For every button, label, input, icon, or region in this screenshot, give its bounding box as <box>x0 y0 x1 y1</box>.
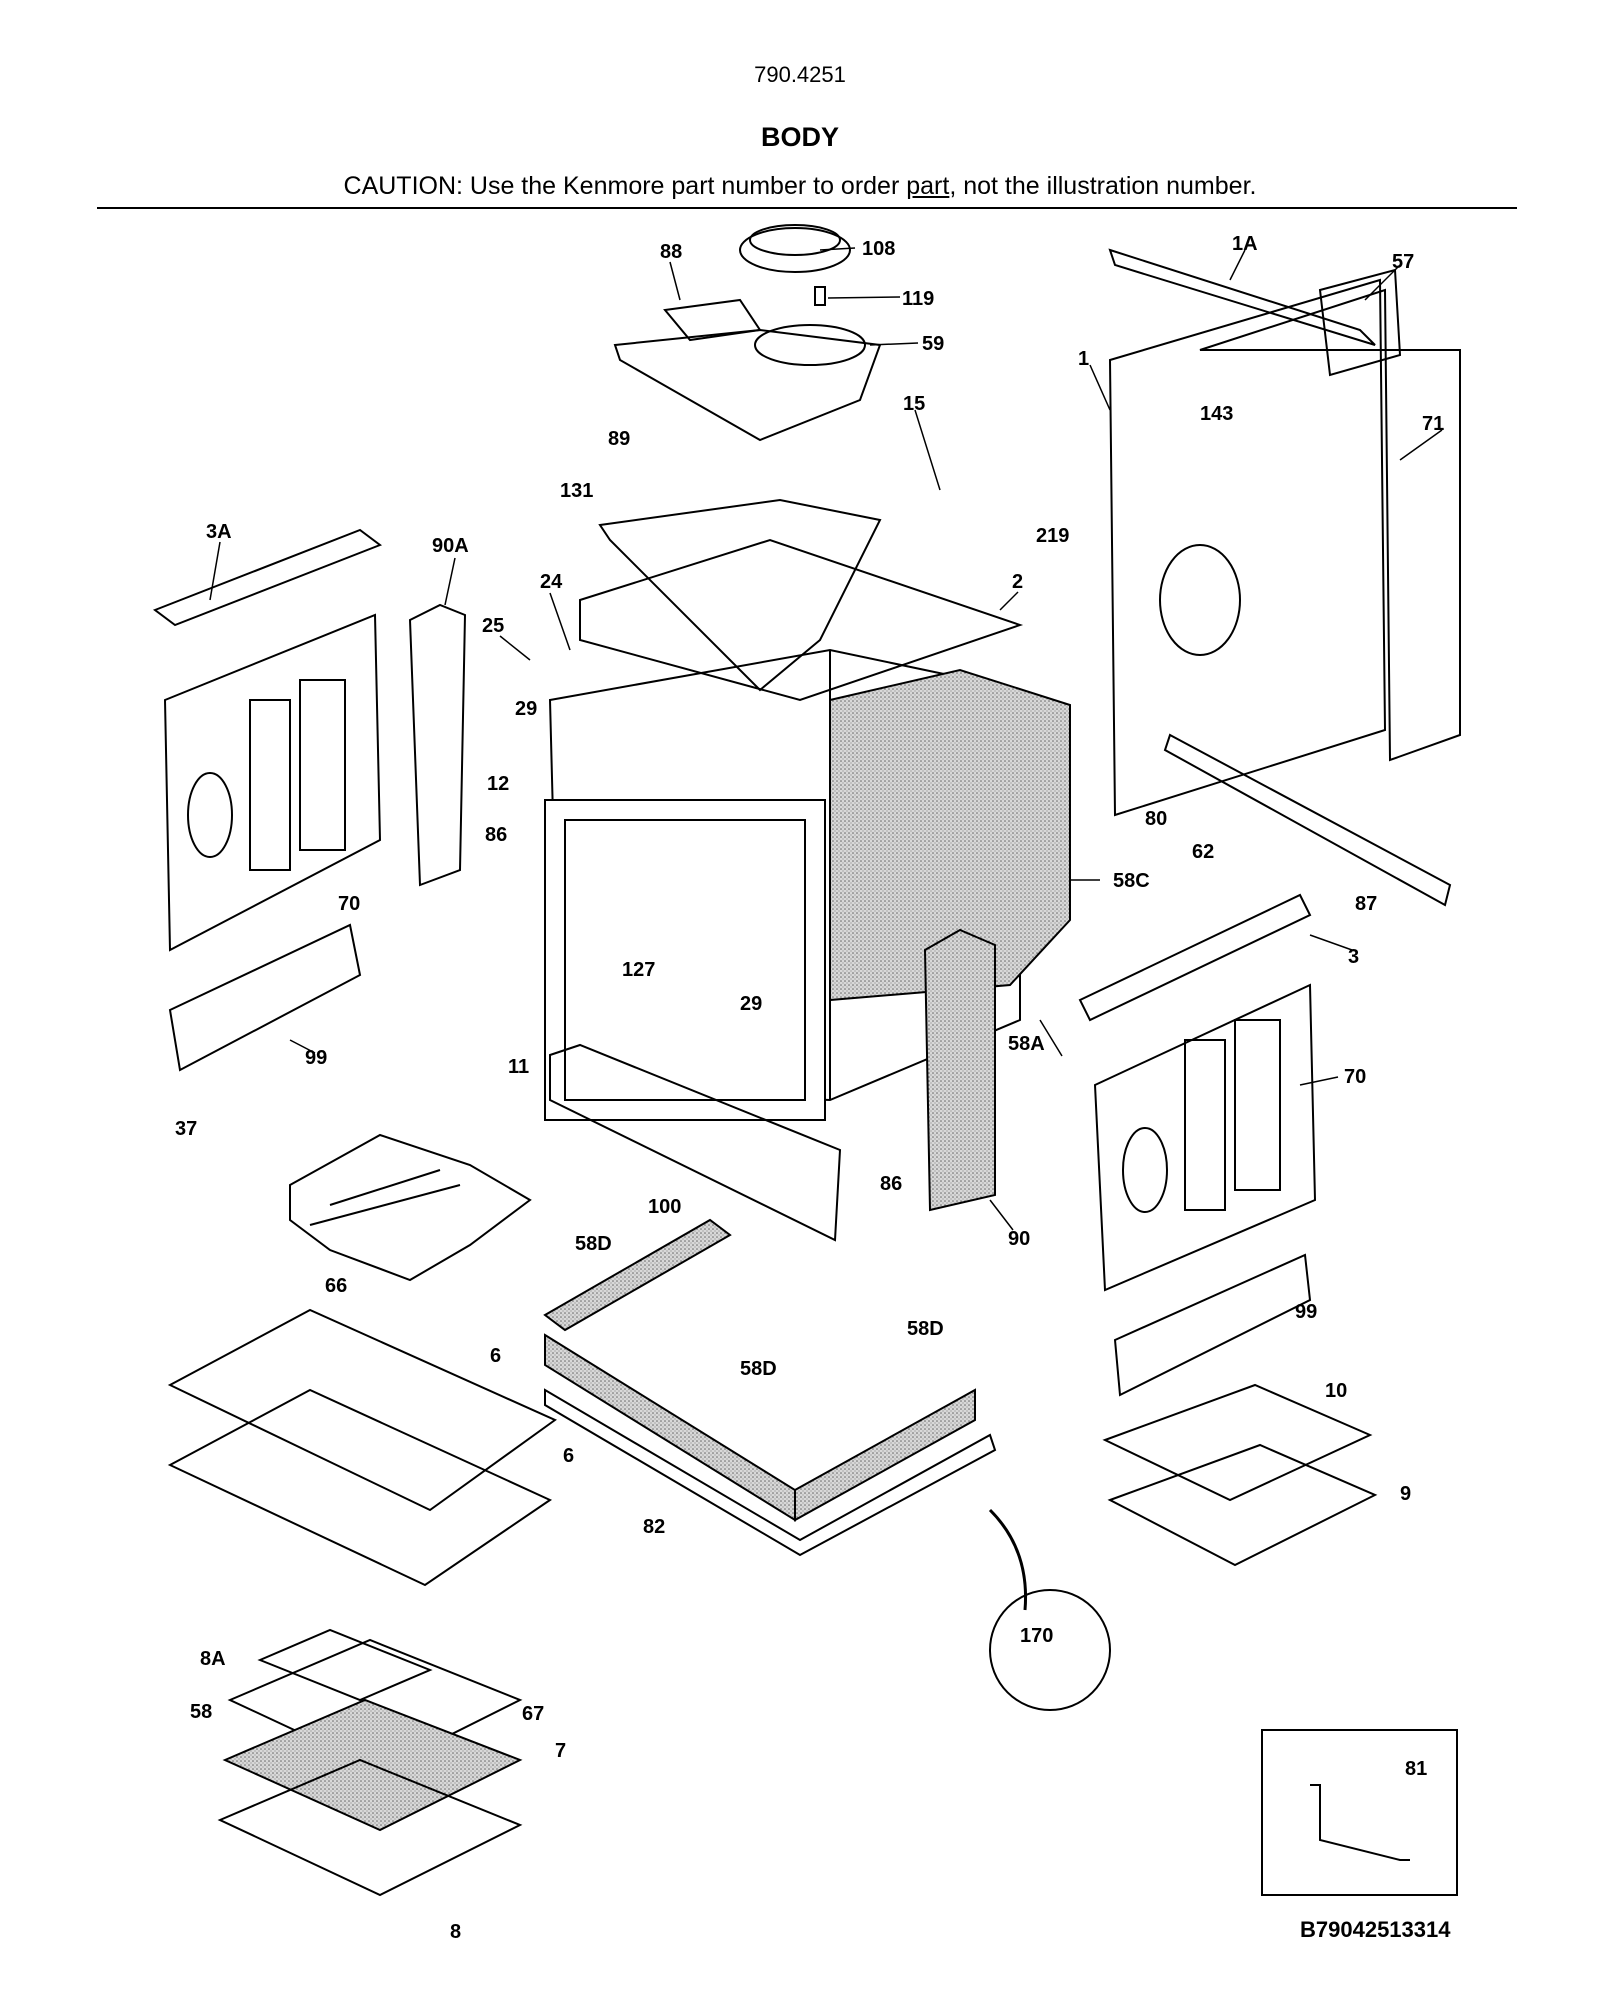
callout-label: 170 <box>1020 1625 1053 1647</box>
callout-label: 8A <box>200 1648 226 1670</box>
callout-label: 2 <box>1012 571 1023 593</box>
baffle-plate <box>598 498 882 692</box>
part-callouts: 88 108 119 59 1A 57 1 143 71 15 89 131 2… <box>175 233 1444 1943</box>
top-panel <box>579 538 1024 702</box>
callout-label: 131 <box>560 480 593 502</box>
callout-label: 3 <box>1348 946 1359 968</box>
callout-label: 29 <box>515 698 537 720</box>
part-link[interactable]: part <box>906 172 950 200</box>
callout-label: 58D <box>740 1358 777 1380</box>
callout-label: 90 <box>1008 1228 1030 1250</box>
side-insulation-panel <box>923 928 996 1212</box>
bake-element <box>289 1133 532 1282</box>
right-bottom-rail <box>1113 1253 1312 1397</box>
insulation-wrap <box>829 668 1071 1002</box>
header-divider <box>97 207 1517 209</box>
callout-label: 67 <box>522 1703 544 1725</box>
callout-label: 58A <box>1008 1033 1045 1055</box>
callout-label: 143 <box>1200 403 1233 425</box>
callout-label: 108 <box>862 238 895 260</box>
left-bottom-rail <box>168 923 362 1072</box>
front-trim <box>549 1043 842 1242</box>
side-bracket <box>408 603 467 887</box>
right-side-panel <box>1078 893 1317 1292</box>
bottom-frame <box>543 1218 997 1557</box>
callout-label: 82 <box>643 1516 665 1538</box>
callout-label: 86 <box>485 824 507 846</box>
callout-label: 10 <box>1325 1380 1347 1402</box>
callout-label: 37 <box>175 1118 197 1140</box>
detail-box-81 <box>1261 1729 1458 1896</box>
callout-label: 70 <box>338 893 360 915</box>
callout-label: 87 <box>1355 893 1377 915</box>
callout-label: 58 <box>190 1701 212 1723</box>
callout-label: 119 <box>902 288 934 310</box>
callout-label: 6 <box>563 1445 574 1467</box>
page-title: BODY <box>760 122 839 152</box>
caution-note: CAUTION: Use the Kenmore part number to … <box>0 172 1600 201</box>
callout-label: 58D <box>575 1233 612 1255</box>
callout-label: 58D <box>907 1318 944 1340</box>
vent-cover <box>1318 268 1402 377</box>
leader-lines <box>209 247 1443 1231</box>
callout-label: 70 <box>1344 1066 1366 1088</box>
callout-label: 100 <box>648 1196 681 1218</box>
callout-label: 15 <box>903 393 925 415</box>
callout-arrow <box>988 1508 1028 1611</box>
callout-label: 80 <box>1145 808 1167 830</box>
callout-label: 81 <box>1405 1758 1427 1780</box>
callout-label: 58C <box>1113 870 1150 892</box>
callout-label: 71 <box>1422 413 1444 435</box>
callout-label: 57 <box>1392 251 1414 273</box>
back-panel <box>1108 248 1461 817</box>
oven-racks <box>167 1308 557 1587</box>
right-lower-rail <box>1163 733 1452 907</box>
callout-label: 1A <box>1232 233 1258 255</box>
callout-label: 89 <box>608 428 630 450</box>
diagram-code: B79042513314 <box>1300 1917 1451 1942</box>
callout-label: 59 <box>922 333 944 355</box>
callout-label: 12 <box>487 773 509 795</box>
convection-fan-assembly <box>613 224 882 442</box>
callout-label: 25 <box>482 615 504 637</box>
callout-label: 7 <box>555 1740 566 1762</box>
callout-label: 99 <box>305 1047 327 1069</box>
callout-label: 88 <box>660 241 682 263</box>
callout-label: 127 <box>622 959 655 981</box>
left-side-panel <box>152 528 383 952</box>
callout-label: 29 <box>740 993 762 1015</box>
caution-prefix: CAUTION: Use the Kenmore part number to … <box>343 172 907 200</box>
callout-label: 24 <box>540 571 563 593</box>
callout-label: 6 <box>490 1345 501 1367</box>
callout-label: 86 <box>880 1173 902 1195</box>
callout-label: 1 <box>1078 348 1089 370</box>
model-number: 790.4251 <box>754 62 846 87</box>
caution-suffix: , not the illustration number. <box>949 172 1257 200</box>
lower-element-assembly <box>217 1628 523 1897</box>
detail-circle-170 <box>989 1589 1111 1711</box>
broil-pan <box>1102 1383 1378 1567</box>
callout-label: 11 <box>508 1056 529 1078</box>
callout-label: 8 <box>450 1921 461 1943</box>
callout-label: 219 <box>1036 525 1069 547</box>
callout-label: 66 <box>325 1275 347 1297</box>
callout-label: 90A <box>432 535 469 557</box>
callout-label: 99 <box>1295 1301 1317 1323</box>
callout-label: 9 <box>1400 1483 1411 1505</box>
callout-label: 62 <box>1192 841 1214 863</box>
callout-label: 3A <box>206 521 232 543</box>
